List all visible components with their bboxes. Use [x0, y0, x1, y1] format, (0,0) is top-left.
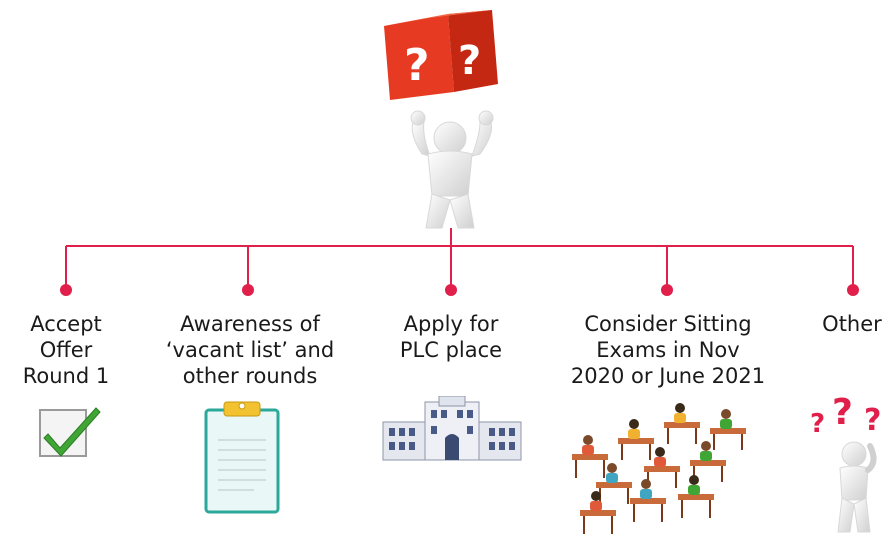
college-building-icon	[382, 396, 522, 461]
branch-line: Other	[822, 312, 882, 336]
branch-line: Round 1	[22, 364, 110, 388]
branch-label-plc-place: Apply for PLC place	[385, 311, 517, 363]
question-mark-right: ?	[864, 403, 881, 438]
branch-label-other: Other	[812, 311, 892, 337]
node-dot-4	[661, 284, 673, 296]
branch-line: Exams in Nov	[596, 338, 740, 362]
checkbox-checked-icon	[39, 407, 101, 457]
branch-line: Apply for	[403, 312, 499, 336]
node-dot-5	[847, 284, 859, 296]
dice-question-mark-right: ?	[458, 38, 481, 84]
branch-line: Consider Sitting	[584, 312, 752, 336]
branch-line: Awareness of	[180, 312, 320, 336]
branch-line: ‘vacant list’ and	[165, 338, 335, 362]
branch-line: PLC place	[399, 338, 503, 362]
branch-line: Offer	[39, 338, 93, 362]
question-mark-middle: ?	[832, 396, 853, 433]
node-dot-1	[60, 284, 72, 296]
node-dot-2	[242, 284, 254, 296]
branch-line: Accept	[30, 312, 102, 336]
branch-label-accept-offer: Accept Offer Round 1	[6, 311, 126, 389]
branch-label-vacant-list: Awareness of ‘vacant list’ and other rou…	[150, 311, 350, 389]
dice-question-mark-left: ?	[404, 40, 430, 91]
exam-hall-students-icon	[572, 403, 746, 534]
branch-line: 2020 or June 2021	[570, 364, 766, 388]
node-dot-3	[445, 284, 457, 296]
confused-person-question-marks-icon: ? ? ?	[810, 396, 881, 533]
person-holding-question-dice-icon: ? ?	[384, 10, 498, 229]
branch-line: other rounds	[182, 364, 318, 388]
question-mark-left: ?	[810, 409, 825, 439]
branch-label-sitting-exams: Consider Sitting Exams in Nov 2020 or Ju…	[560, 311, 776, 389]
clipboard-icon	[204, 401, 280, 514]
